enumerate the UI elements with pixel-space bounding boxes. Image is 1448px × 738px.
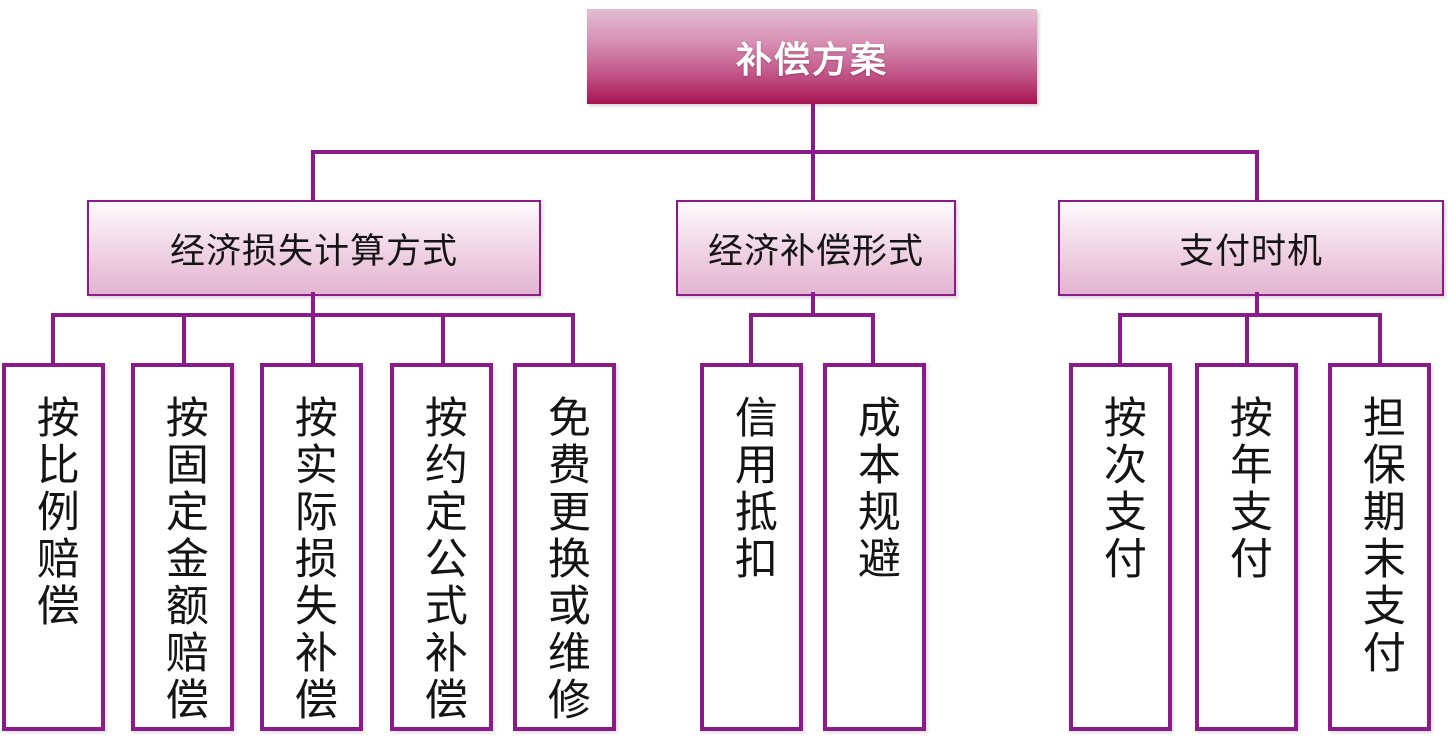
connector-branch-1-leaf-5 bbox=[571, 313, 575, 365]
leaf-node-label: 按比例赔偿 bbox=[30, 395, 78, 630]
connector-branch-2-leaf-2 bbox=[871, 313, 875, 365]
leaf-node-pay-per-occurrence[interactable]: 按次支付 bbox=[1069, 363, 1172, 731]
connector-branch-1-leaf-1 bbox=[51, 313, 55, 365]
connector-branch-2-leaf-1 bbox=[749, 313, 753, 365]
leaf-node-label: 免费更换或维修 bbox=[541, 395, 589, 724]
leaf-node-credit-deduction[interactable]: 信用抵扣 bbox=[700, 363, 803, 731]
leaf-node-agreed-formula-compensation[interactable]: 按约定公式补偿 bbox=[390, 363, 493, 731]
leaf-node-label: 担保期末支付 bbox=[1356, 395, 1404, 677]
branch-node-compensation-form[interactable]: 经济补偿形式 bbox=[676, 200, 956, 296]
leaf-node-label: 按实际损失补偿 bbox=[288, 395, 336, 724]
connector-to-branch-2 bbox=[811, 150, 815, 202]
connector-branch-3-leaf-1 bbox=[1118, 313, 1122, 365]
branch-node-economic-loss-calculation[interactable]: 经济损失计算方式 bbox=[87, 200, 541, 296]
connector-branch-3-stem bbox=[1255, 292, 1259, 316]
branch-node-payment-timing[interactable]: 支付时机 bbox=[1058, 200, 1444, 296]
leaf-node-actual-loss-compensation[interactable]: 按实际损失补偿 bbox=[260, 363, 363, 731]
leaf-node-label: 按次支付 bbox=[1097, 395, 1145, 583]
leaf-node-cost-avoidance[interactable]: 成本规避 bbox=[823, 363, 926, 731]
connector-to-branch-1 bbox=[311, 150, 315, 202]
leaf-node-label: 信用抵扣 bbox=[728, 395, 776, 583]
leaf-node-label: 按固定金额赔偿 bbox=[159, 395, 207, 724]
connector-branch-1-leaf-2 bbox=[182, 313, 186, 365]
connector-branch-1-leaf-3 bbox=[311, 313, 315, 365]
branch-node-label: 支付时机 bbox=[1178, 231, 1323, 271]
connector-to-branch-3 bbox=[1255, 150, 1259, 202]
leaf-node-label: 成本规避 bbox=[851, 395, 899, 583]
connector-branch-3-leaf-3 bbox=[1378, 313, 1382, 365]
connector-branch-1-stem bbox=[311, 292, 315, 316]
leaf-node-pay-annually[interactable]: 按年支付 bbox=[1195, 363, 1298, 731]
connector-branch-2-bus bbox=[749, 313, 875, 317]
branch-node-label: 经济补偿形式 bbox=[707, 231, 924, 271]
connector-branch-3-bus bbox=[1118, 313, 1382, 317]
leaf-node-label: 按约定公式补偿 bbox=[418, 395, 466, 724]
connector-branch-3-leaf-2 bbox=[1245, 313, 1249, 365]
leaf-node-fixed-amount-compensation[interactable]: 按固定金额赔偿 bbox=[131, 363, 234, 731]
leaf-node-free-replacement-or-repair[interactable]: 免费更换或维修 bbox=[513, 363, 616, 731]
connector-branch-1-leaf-4 bbox=[441, 313, 445, 365]
branch-node-label: 经济损失计算方式 bbox=[169, 231, 458, 271]
root-node-label: 补偿方案 bbox=[735, 38, 888, 80]
root-node-compensation-plan[interactable]: 补偿方案 bbox=[587, 9, 1037, 104]
connector-branch-2-stem bbox=[811, 292, 815, 316]
leaf-node-pay-at-end-of-warranty[interactable]: 担保期末支付 bbox=[1328, 363, 1431, 731]
connector-level2-bus bbox=[311, 150, 1259, 154]
leaf-node-label: 按年支付 bbox=[1223, 395, 1271, 583]
connector-root-stem bbox=[811, 104, 815, 152]
leaf-node-proportional-compensation[interactable]: 按比例赔偿 bbox=[2, 363, 105, 731]
